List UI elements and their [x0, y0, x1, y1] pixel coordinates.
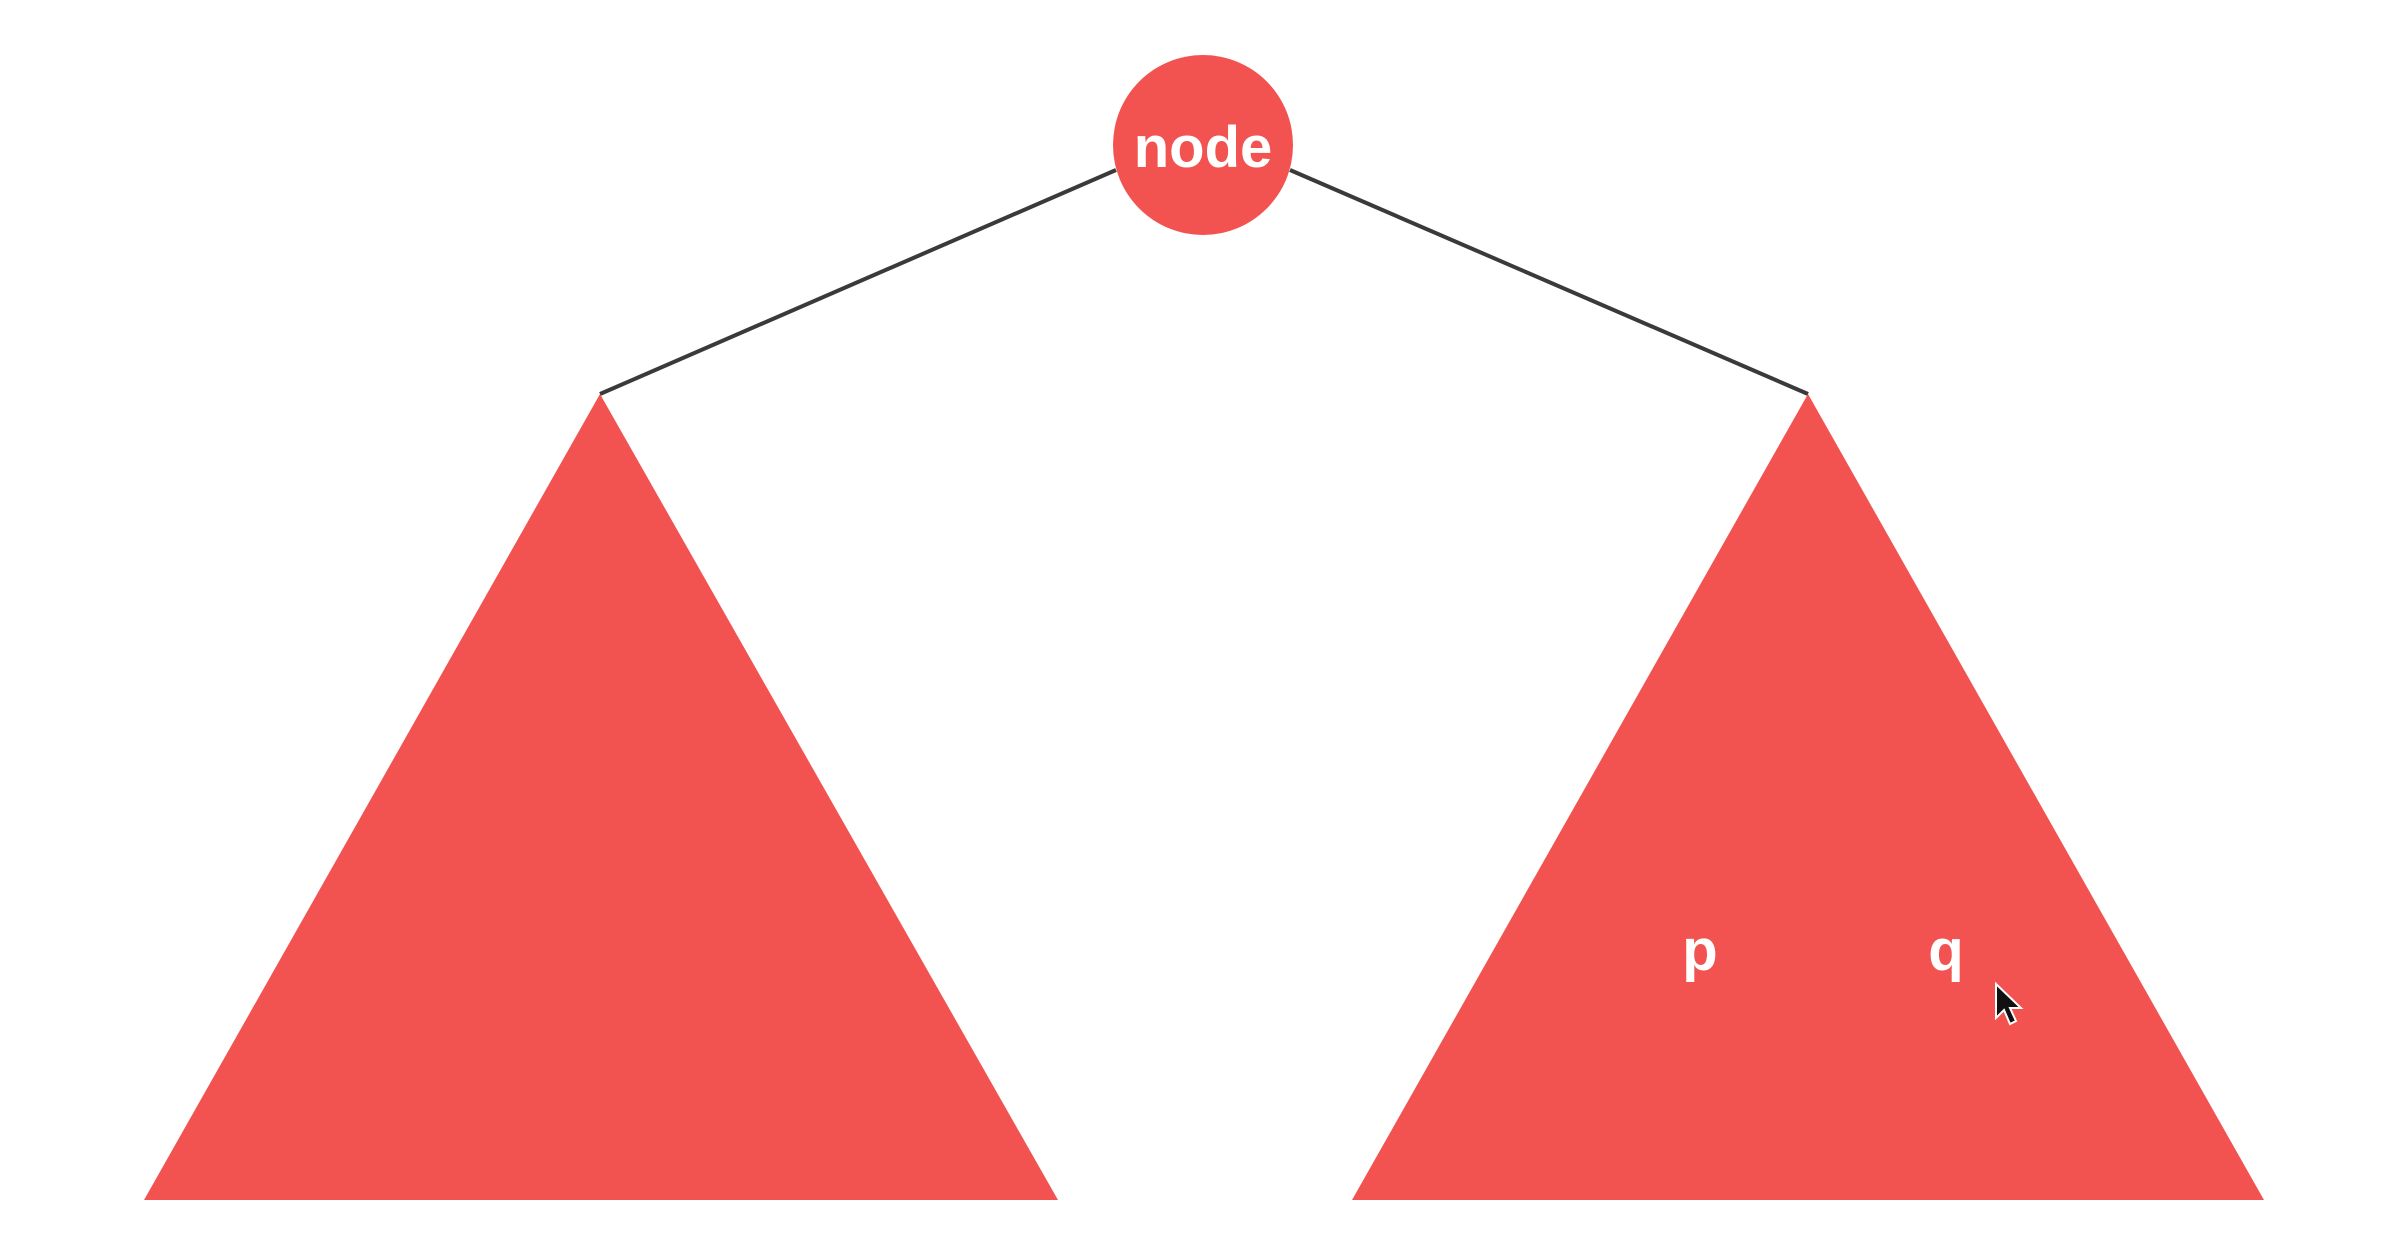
root-node-label: node — [1134, 115, 1273, 180]
right-subtree — [1352, 394, 2264, 1200]
edge-root-right — [1289, 168, 1809, 396]
root-node — [1113, 55, 1293, 235]
edge-root-left — [599, 168, 1117, 396]
node-p-label: p — [1682, 918, 1717, 983]
mouse-pointer-icon — [1995, 981, 2024, 1026]
left-subtree — [144, 394, 1058, 1200]
node-q-label: q — [1928, 918, 1963, 983]
